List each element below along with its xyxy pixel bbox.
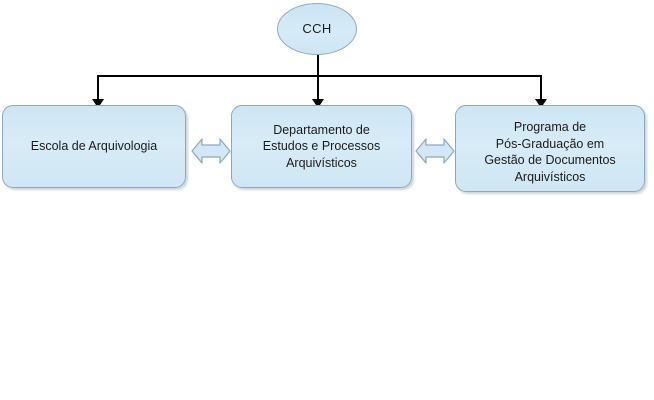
bidirectional-arrow-icon-escola-departamento xyxy=(191,138,231,164)
arrowhead-down-icon-departamento xyxy=(312,99,324,108)
node-departamento-estudos-processos[interactable]: Departamento de Estudos e Processos Arqu… xyxy=(231,105,412,188)
node-escola-arquivologia-label: Escola de Arquivologia xyxy=(30,139,158,154)
connector-cch-to-departamento-line xyxy=(317,53,319,101)
arrowhead-down-icon-programa xyxy=(535,99,547,108)
arrowhead-down-icon-escola xyxy=(92,99,104,108)
node-programa-pos-graduacao-label: Programa de Pós-Graduação em Gestão de D… xyxy=(484,120,616,184)
connector-bus-line xyxy=(97,75,541,77)
connector-cch-to-escola-line xyxy=(97,75,99,101)
connector-cch-to-programa-line xyxy=(540,75,542,101)
node-programa-pos-graduacao[interactable]: Programa de Pós-Graduação em Gestão de D… xyxy=(455,105,645,192)
node-cch[interactable]: CCH xyxy=(277,3,357,55)
bidirectional-arrow-icon-departamento-programa xyxy=(415,138,455,164)
node-escola-arquivologia[interactable]: Escola de Arquivologia xyxy=(2,105,186,188)
node-cch-label: CCH xyxy=(302,20,332,36)
node-departamento-estudos-processos-label: Departamento de Estudos e Processos Arqu… xyxy=(262,122,381,170)
